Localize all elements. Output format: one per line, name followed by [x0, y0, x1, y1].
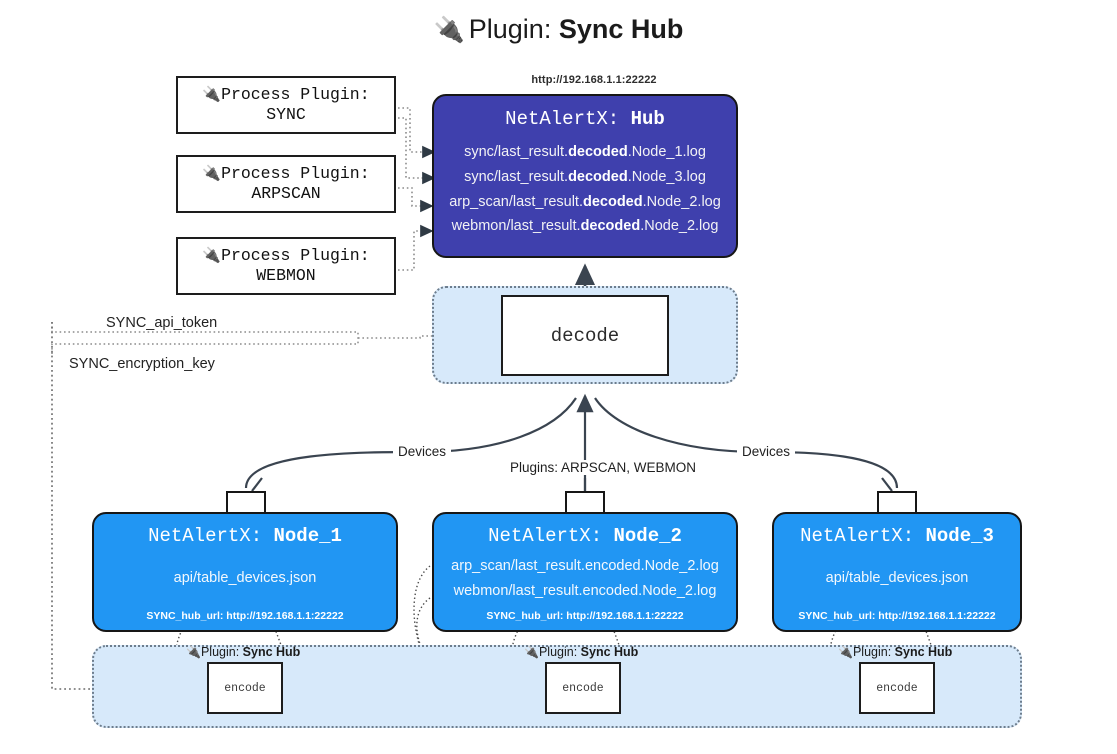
process-plugin-box-sync[interactable]: 🔌Process Plugin: SYNC [176, 76, 396, 134]
plug-icon: 🔌 [433, 16, 465, 44]
node-card-node-2[interactable]: NetAlertX: Node_2 arp_scan/last_result.e… [432, 512, 738, 632]
node-title: NetAlertX: Node_3 [800, 525, 994, 547]
plug-icon: 🔌 [202, 84, 222, 103]
encode-box-node-3[interactable]: encode [859, 662, 935, 714]
process-plugin-box-webmon[interactable]: 🔌Process Plugin: WEBMON [176, 237, 396, 295]
node-title: NetAlertX: Node_2 [488, 525, 682, 547]
sync-encryption-key-label: SYNC_encryption_key [64, 356, 220, 372]
node-title-name: Node_1 [273, 525, 342, 547]
process-plugin-name: SYNC [266, 105, 306, 124]
encode-box-node-1[interactable]: encode [207, 662, 283, 714]
process-plugin-box-arpscan[interactable]: 🔌Process Plugin: ARPSCAN [176, 155, 396, 213]
page-title-name: Sync Hub [558, 14, 684, 44]
decode-box[interactable]: decode [501, 295, 669, 376]
hub-title-name: Hub [630, 108, 665, 130]
process-plugin-label: Process Plugin: [221, 245, 370, 265]
node-title-name: Node_2 [613, 525, 682, 547]
edge-label-devices-right: Devices [737, 444, 796, 459]
process-plugin-name: ARPSCAN [251, 184, 321, 203]
plug-icon: 🔌 [838, 645, 853, 659]
hub-log-line: sync/last_result.decoded.Node_3.log [464, 168, 706, 185]
node-resource-line: api/table_devices.json [825, 570, 969, 587]
node-title-name: Node_3 [925, 525, 994, 547]
process-plugin-label: Process Plugin: [221, 84, 370, 104]
plug-icon: 🔌 [186, 645, 201, 659]
page-title-prefix: Plugin: [468, 14, 559, 44]
edge-label-devices-left: Devices [393, 444, 452, 459]
encode-box-node-2[interactable]: encode [545, 662, 621, 714]
node-resource-line: api/table_devices.json [173, 570, 317, 587]
process-plugin-label: Process Plugin: [221, 163, 370, 183]
node-card-node-3[interactable]: NetAlertX: Node_3 api/table_devices.json… [772, 512, 1022, 632]
hub-log-line: webmon/last_result.decoded.Node_2.log [451, 218, 719, 235]
hub-log-line: sync/last_result.decoded.Node_1.log [464, 144, 706, 160]
node-resource-line: webmon/last_result.encoded.Node_2.log [453, 582, 717, 599]
hub-node[interactable]: NetAlertX: Hub sync/last_result.decoded.… [432, 94, 738, 258]
plugin-label-node-1: 🔌Plugin: Sync Hub [186, 645, 301, 659]
plug-icon: 🔌 [202, 245, 222, 264]
node-hub-url: SYNC_hub_url: http://192.168.1.1:22222 [798, 610, 996, 622]
plug-icon: 🔌 [524, 645, 539, 659]
plugin-label-node-2: 🔌Plugin: Sync Hub [524, 645, 639, 659]
plugin-label-node-3: 🔌Plugin: Sync Hub [838, 645, 953, 659]
sync-api-token-label: SYNC_api_token [101, 315, 223, 331]
hub-url-label: http://192.168.1.1:22222 [531, 74, 657, 86]
hub-title: NetAlertX: Hub [505, 108, 665, 130]
hub-title-prefix: NetAlertX: [505, 108, 631, 130]
page-title: 🔌Plugin: Sync Hub [0, 14, 1117, 45]
node-hub-url: SYNC_hub_url: http://192.168.1.1:22222 [146, 610, 344, 622]
node-hub-url: SYNC_hub_url: http://192.168.1.1:22222 [486, 610, 684, 622]
hub-log-line: arp_scan/last_result.decoded.Node_2.log [449, 193, 721, 210]
plug-icon: 🔌 [202, 163, 222, 182]
node-card-node-1[interactable]: NetAlertX: Node_1 api/table_devices.json… [92, 512, 398, 632]
edge-label-plugins: Plugins: ARPSCAN, WEBMON [505, 460, 702, 475]
process-plugin-name: WEBMON [256, 266, 316, 285]
node-title: NetAlertX: Node_1 [148, 525, 342, 547]
node-resource-line: arp_scan/last_result.encoded.Node_2.log [451, 557, 719, 574]
